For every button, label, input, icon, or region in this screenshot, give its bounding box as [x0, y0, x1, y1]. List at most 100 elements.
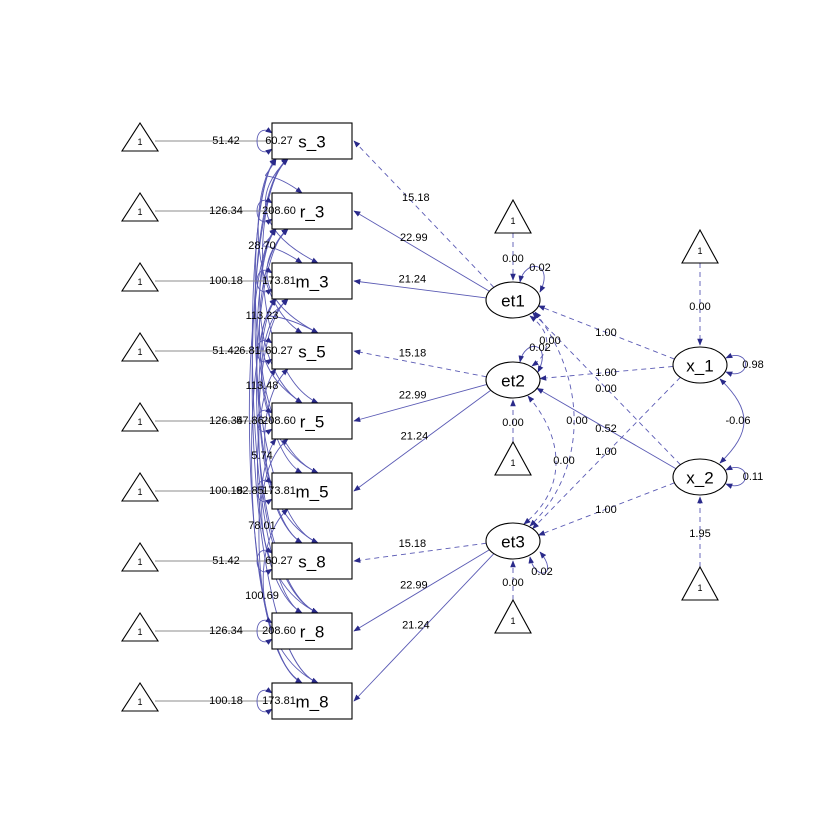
loading-value: 21.24	[401, 431, 429, 443]
latent-node-label: et3	[501, 533, 525, 552]
mean-value-x_1: 0.00	[689, 301, 710, 313]
loading-value: 22.99	[399, 390, 427, 402]
mean-value-et3: 0.00	[502, 577, 523, 589]
residual-covariance-label: 100.69	[245, 590, 279, 602]
latent-variance-loop-et1	[518, 266, 546, 293]
observed-node-m_3	[271, 262, 353, 300]
latent-covariance-value: 0.00	[539, 335, 560, 347]
loading-path-et1-s_3	[353, 140, 495, 288]
path-layer	[155, 127, 746, 715]
intercept-triangle	[120, 681, 160, 712]
observed-node-r_3	[271, 192, 353, 230]
latent-variance-loop-x_2	[725, 464, 746, 489]
intercept-value-s_3: 51.42	[212, 135, 240, 147]
latent-covariance-et2-et3	[523, 395, 557, 525]
loading-path-et2-s_5	[353, 349, 487, 378]
loading-path-et1-m_3	[353, 279, 487, 299]
latent-node-label: et2	[501, 372, 525, 391]
latent-node-x_2	[672, 458, 728, 496]
mean-value-et1: 0.00	[502, 253, 523, 265]
latent-variance-value-et1: 0.02	[529, 262, 550, 274]
residual-covariance-label: 28.70	[248, 240, 276, 252]
loading-path-et2-r_5	[353, 384, 487, 423]
intercept-triangle	[120, 611, 160, 642]
observed-node-r_8	[271, 612, 353, 650]
mean-triangle-x_1	[681, 228, 719, 264]
residual-covariance-arc	[262, 508, 319, 684]
intercept-triangle-label: 1	[137, 627, 142, 637]
mean-triangle-x_2	[681, 565, 719, 601]
latent-variance-value-et2: 0.02	[529, 342, 550, 354]
loading-value: 22.99	[400, 579, 428, 591]
latent-variance-loop-et3	[528, 551, 549, 574]
loading-path-et1-r_3	[353, 210, 490, 292]
residual-covariance-label: 5.74	[251, 450, 272, 462]
intercept-triangle-label: 1	[137, 417, 142, 427]
mean-triangle-label: 1	[510, 616, 515, 626]
variance-value-m_3: 173.81	[262, 275, 296, 287]
observed-node-label: m_3	[295, 273, 328, 292]
observed-node-label: s_8	[298, 553, 325, 572]
residual-covariance-label: 78.01	[248, 520, 276, 532]
variance-value-r_3: 208.60	[262, 205, 296, 217]
latent-node-label: et1	[501, 292, 525, 311]
mean-triangle-et2	[494, 440, 532, 476]
loading-path-et2-m_5	[353, 389, 492, 492]
residual-covariance-label: 57.86	[236, 415, 264, 427]
latent-covariance-value: -0.06	[725, 415, 750, 427]
intercept-value-r_5: 126.34	[209, 415, 243, 427]
intercept-triangle	[120, 331, 160, 362]
mean-triangle-et3	[494, 598, 532, 634]
mean-value-x_2: 1.95	[689, 528, 710, 540]
regression-path-x_2-et2	[536, 387, 677, 470]
intercept-triangle-label: 1	[137, 697, 142, 707]
variance-value-s_5: 60.27	[265, 345, 293, 357]
intercept-triangle	[120, 121, 160, 152]
observed-node-m_5	[271, 472, 353, 510]
observed-node-label: s_5	[298, 343, 325, 362]
variance-value-m_5: 173.81	[262, 485, 296, 497]
latent-node-x_1	[672, 346, 728, 384]
latent-covariance-value: 0.00	[553, 455, 574, 467]
observed-node-r_5	[271, 402, 353, 440]
loading-path-et3-m_8	[353, 553, 495, 702]
node-layer: 111111111s_3r_3m_3s_5r_5m_5s_8r_8m_81111…	[120, 121, 728, 720]
latent-variance-value-x_1: 0.98	[742, 359, 763, 371]
latent-covariance-value: 0.00	[566, 415, 587, 427]
mean-triangle-label: 1	[697, 583, 702, 593]
loading-value: 15.18	[402, 192, 430, 204]
intercept-triangle-label: 1	[137, 207, 142, 217]
observed-node-label: s_3	[298, 133, 325, 152]
observed-node-label: r_8	[300, 623, 325, 642]
latent-node-et1	[485, 281, 541, 319]
regression-value: 0.52	[595, 423, 616, 435]
variance-value-s_3: 60.27	[265, 135, 293, 147]
loading-value: 15.18	[399, 348, 427, 360]
latent-variance-value-et3: 0.02	[531, 566, 552, 578]
intercept-triangle-label: 1	[137, 557, 142, 567]
intercept-triangle-label: 1	[137, 137, 142, 147]
observed-variance-loop	[256, 127, 273, 155]
latent-node-label: x_2	[686, 469, 713, 488]
intercept-triangle-label: 1	[137, 487, 142, 497]
loading-path-et3-r_8	[353, 549, 490, 632]
observed-variance-loop	[256, 197, 273, 225]
loading-value: 22.99	[400, 232, 428, 244]
regression-value: 1.00	[595, 327, 616, 339]
latent-variance-loop-x_1	[725, 352, 746, 377]
residual-covariance-label: 113.48	[246, 380, 279, 392]
observed-variance-loop	[256, 477, 273, 505]
observed-node-label: m_5	[295, 483, 328, 502]
variance-value-s_8: 60.27	[265, 555, 293, 567]
intercept-value-m_3: 100.18	[209, 275, 243, 287]
observed-node-s_5	[271, 332, 353, 370]
loading-path-et3-s_8	[353, 542, 487, 563]
residual-covariance-label: 6.81	[239, 345, 260, 357]
intercept-value-m_8: 100.18	[209, 695, 243, 707]
observed-variance-loop	[256, 687, 273, 715]
regression-value: 0.00	[595, 383, 616, 395]
observed-node-label: r_5	[300, 413, 325, 432]
observed-node-s_3	[271, 122, 353, 160]
variance-value-m_8: 173.81	[262, 695, 296, 707]
